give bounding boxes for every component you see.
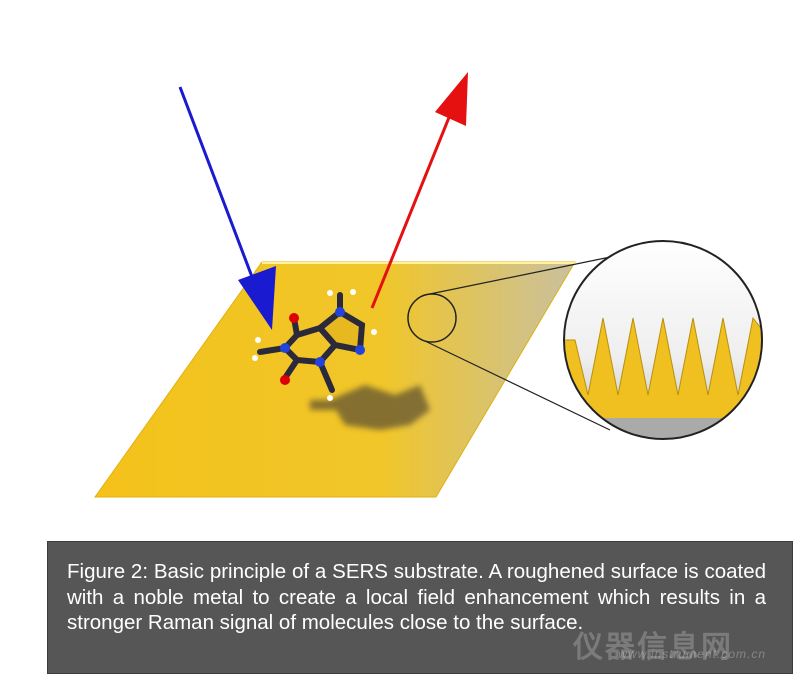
figure-caption: Figure 2: Basic principle of a SERS subs… [67, 560, 766, 634]
watermark-logo: 仪器信息网 [573, 631, 733, 664]
gold-substrate [94, 261, 576, 498]
molecule-shadow [310, 385, 430, 430]
molecule [252, 289, 377, 401]
raman-scattered-arrow [370, 72, 468, 309]
watermark-url: www.instrument.com.cn [618, 647, 766, 661]
sers-diagram [94, 72, 763, 498]
incident-laser-arrow [178, 86, 276, 330]
rough-surface-inset [565, 242, 761, 438]
figure-caption-box: Figure 2: Basic principle of a SERS subs… [47, 541, 793, 674]
